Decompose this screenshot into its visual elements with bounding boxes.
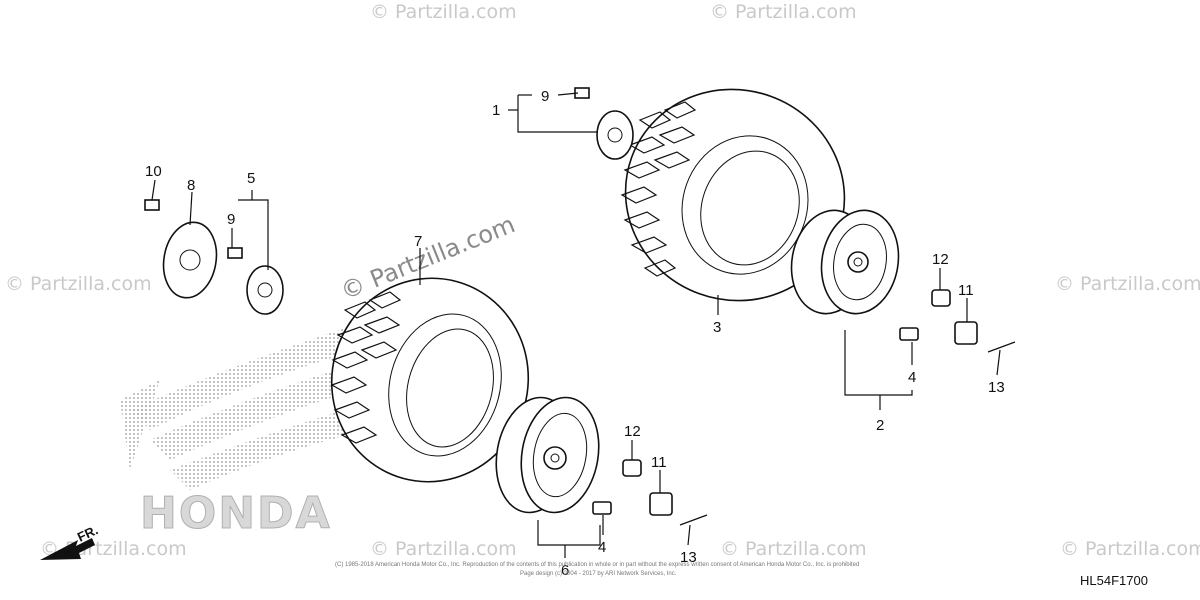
footer-copyright: (C) 1985-2018 American Honda Motor Co., … (335, 562, 859, 568)
callout-6: 6 (561, 562, 569, 579)
callout-8: 8 (187, 177, 195, 194)
brand-text: HONDA (140, 488, 332, 539)
callouts: 1 2 3 4 4 5 6 7 8 9 9 10 11 11 12 12 13 … (145, 88, 1005, 579)
watermark: © Partzilla.com (5, 273, 152, 295)
callout-2: 2 (876, 417, 884, 434)
callout-12: 12 (932, 251, 949, 268)
callout-5: 5 (247, 170, 255, 187)
small-parts-right (899, 289, 1016, 353)
callout-9: 9 (541, 88, 549, 105)
callout-10: 10 (145, 163, 162, 180)
tire-lower (330, 277, 530, 483)
hub-left (246, 265, 284, 315)
small-parts-lower (592, 459, 708, 526)
callout-13: 13 (680, 549, 697, 566)
watermark: © Partzilla.com (710, 1, 857, 23)
callout-11: 11 (958, 282, 974, 299)
hub-upper (596, 110, 634, 160)
leader-lines (151, 92, 1001, 558)
footer-page-design: Page design (c) 2004 - 2017 by ARI Netwo… (520, 571, 677, 577)
callout-11: 11 (651, 454, 667, 471)
diagram-code: HL54F1700 (1080, 573, 1148, 588)
callout-7: 7 (414, 233, 422, 250)
watermark: © Partzilla.com (370, 538, 517, 560)
watermark: © Partzilla.com (1060, 538, 1200, 560)
brake-plate (162, 221, 218, 299)
callout-4: 4 (908, 369, 916, 386)
watermark: © Partzilla.com (370, 1, 517, 23)
callout-13: 13 (988, 379, 1005, 396)
callout-1: 1 (492, 102, 500, 119)
wheel-lower (495, 396, 600, 514)
callout-3: 3 (713, 319, 721, 336)
callout-9: 9 (227, 211, 235, 228)
watermark: © Partzilla.com (1055, 273, 1200, 295)
callout-12: 12 (624, 423, 641, 440)
wheel-upper (790, 209, 900, 315)
watermark: © Partzilla.com (720, 538, 867, 560)
bolts (144, 87, 590, 259)
callout-4: 4 (598, 539, 606, 556)
